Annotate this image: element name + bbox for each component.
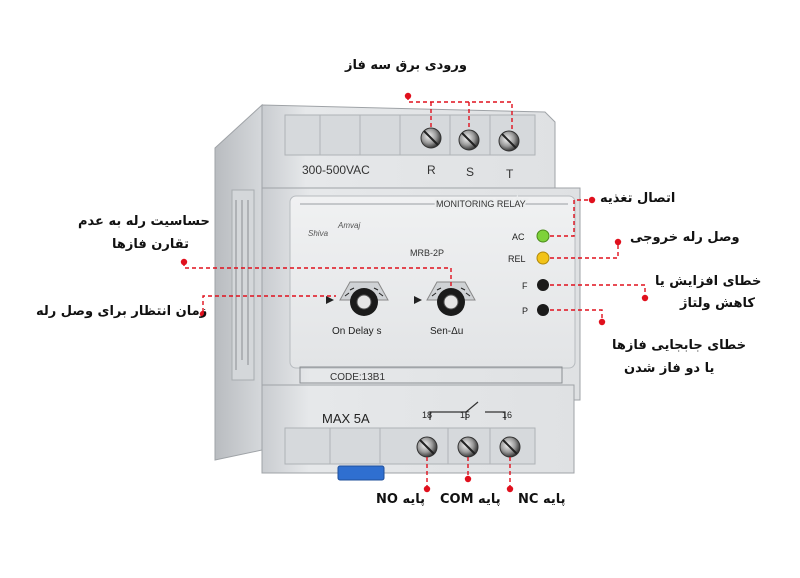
callout-overvoltage-line1: خطای افزایش یا [655,274,762,289]
brand-line1: Shiva [308,229,329,238]
callout-phase-error-line2: یا دو فاز شدن [624,361,715,376]
screw-16 [499,436,521,458]
terminal-label-16: 16 [502,410,512,420]
code-box [299,366,563,384]
side-sticker-text [235,200,249,370]
terminal-label-r: R [427,163,436,177]
callout-sensitivity-line1: حساسیت رله به عدم [78,214,210,229]
led-label-f: F [522,281,528,291]
screw-18 [416,436,438,458]
screw-r [420,127,442,149]
brand-line2: Amvaj [337,221,360,230]
callout-phase-error-line1: خطای جابجایی فازها [612,338,747,353]
callout-pin-com: پایه COM [440,492,501,507]
din-rail-clip [337,465,385,481]
max-current-label: MAX 5A [322,411,370,426]
callout-relay-output: وصل رله خروجی [630,230,740,245]
relay-contact-symbol [429,401,506,420]
terminal-dividers-top [319,115,491,155]
panel-title: MONITORING RELAY [436,199,526,209]
led-p [537,304,549,316]
delay-knob[interactable] [339,281,389,316]
screw-t [498,130,520,152]
led-label-p: P [522,306,528,316]
callout-overvoltage-line2: کاهش ولتاژ [680,296,755,311]
model-label: MRB-2P [410,248,444,258]
led-rel [536,251,550,265]
terminal-label-s: S [466,165,474,179]
knob2-label: Sen-Δu [430,326,463,337]
terminal-label-18: 18 [422,410,432,420]
callout-delay: زمان انتظار برای وصل رله [36,304,208,319]
callout-input-power: ورودی برق سه فاز [345,58,467,73]
led-f [537,279,549,291]
voltage-label: 300-500VAC [302,163,370,177]
sensitivity-knob[interactable] [426,281,476,316]
screw-s [458,129,480,151]
screw-15 [457,436,479,458]
knob1-label: On Delay s [332,326,381,337]
callout-dots [180,92,649,493]
callout-sensitivity-line2: تقارن فازها [112,237,189,252]
face-plate [289,195,576,369]
side-sticker [231,189,255,381]
terminal-label-15: 15 [460,410,470,420]
sensitivity-pointer-icon [414,296,422,304]
terminal-strip-bottom [284,427,536,465]
led-label-rel: REL [508,254,526,264]
terminal-strip-top [284,114,536,156]
led-ac [536,229,550,243]
delay-pointer-icon [326,296,334,304]
terminal-label-t: T [506,167,514,181]
code-label: CODE:13B1 [330,372,385,383]
led-label-ac: AC [512,232,525,242]
callout-pin-nc: پایه NC [518,492,566,507]
terminal-dividers-bottom [329,428,491,464]
callout-pin-no: پایه NO [376,492,425,507]
callout-power-connection: اتصال تغذیه [600,191,676,206]
